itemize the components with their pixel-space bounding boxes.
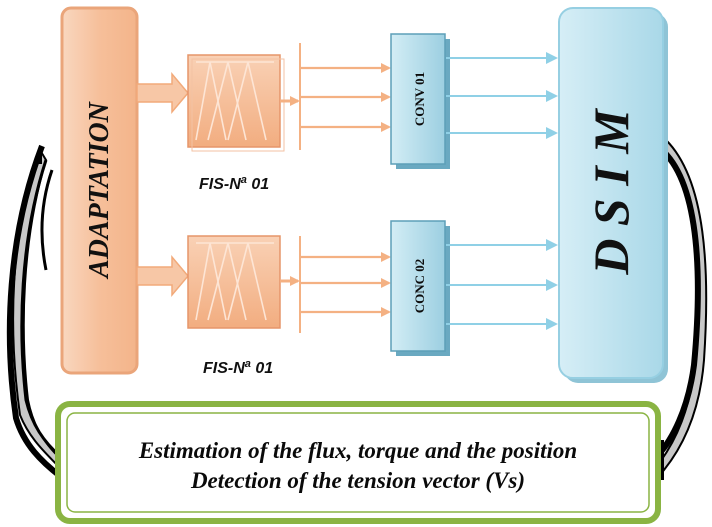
estimation-block: Estimation of the flux, torque and the p… [55, 401, 661, 524]
membership-functions-top [195, 61, 274, 141]
left-feedback-loop [6, 144, 64, 479]
arrows-to-conv-bottom [301, 252, 391, 317]
fis-block-top [187, 54, 285, 152]
fis-bottom-label: FIS-Na 01 [203, 358, 273, 377]
conv-top-label: CONV 01 [412, 72, 427, 126]
arrows-conv-bottom-to-dsim [446, 239, 558, 330]
arrows-to-conv-top [301, 63, 391, 132]
estimation-line-1: Estimation of the flux, torque and the p… [138, 438, 577, 463]
fis-block-bottom [187, 235, 281, 329]
adaptation-block: ADAPTATION [60, 6, 139, 375]
adaptation-to-fis-bottom-arrow [136, 254, 189, 298]
membership-functions-bottom [195, 242, 274, 321]
adaptation-to-fis-top-arrow [136, 71, 189, 115]
conv-block-top: CONV 01 [390, 33, 450, 169]
adaptation-label: ADAPTATION [84, 100, 115, 280]
dsim-block: D S I M [558, 7, 668, 383]
fis-top-label: FIS-Na 01 [199, 174, 269, 193]
arrows-conv-top-to-dsim [446, 52, 558, 139]
right-feedback-loop [655, 138, 708, 480]
conv-bottom-label: CONC 02 [412, 259, 427, 314]
dsim-label: D S I M [583, 108, 639, 276]
conv-block-bottom: CONC 02 [390, 220, 450, 356]
estimation-line-2: Detection of the tension vector (Vs) [190, 468, 525, 493]
